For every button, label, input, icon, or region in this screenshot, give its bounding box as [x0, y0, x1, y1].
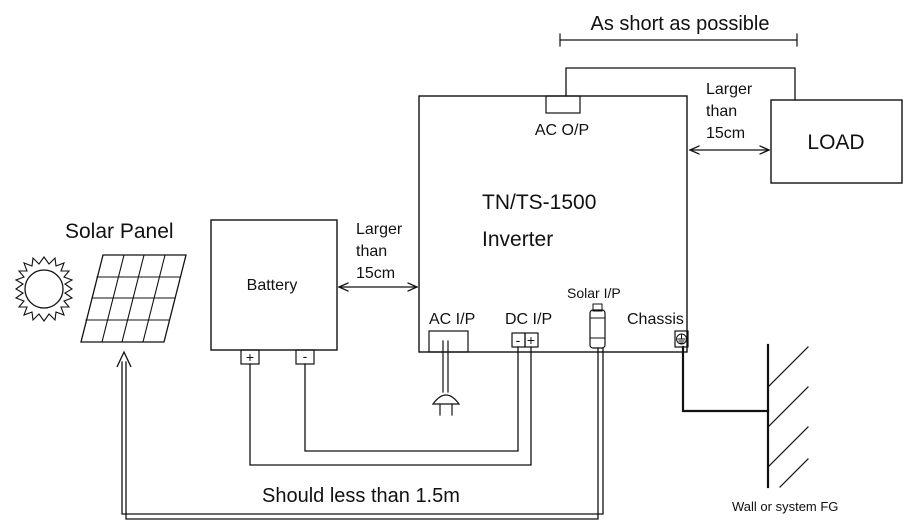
- wall-label: Wall or system FG: [732, 499, 838, 514]
- battery-minus-sign: -: [303, 348, 308, 364]
- battery-label: Battery: [247, 277, 298, 294]
- ground-icon: [676, 333, 687, 345]
- solar-wire-inner: [121, 347, 604, 515]
- length-limit-label: Should less than 1.5m: [262, 485, 460, 507]
- battery-positive-wire: [249, 346, 532, 466]
- ac-output-wire: [565, 67, 796, 101]
- solar-connector-cap: [592, 303, 603, 312]
- load-label: LOAD: [807, 131, 864, 154]
- chassis-ground-terminal: [674, 330, 689, 348]
- solar-wire-outer: [125, 347, 599, 520]
- ac-ip-label: AC I/P: [429, 311, 475, 328]
- larger-label-top-2: than: [706, 103, 737, 120]
- larger-label-top-1: Larger: [706, 81, 753, 98]
- larger-label-mid-3: 15cm: [356, 265, 395, 282]
- sun-icon: [14, 256, 74, 322]
- dc-minus-sign: -: [516, 332, 521, 348]
- wall-hatching: [767, 346, 809, 488]
- larger-label-top-3: 15cm: [706, 125, 745, 142]
- solar-panel-label: Solar Panel: [65, 220, 174, 243]
- ground-wire: [681, 345, 770, 413]
- larger-label-mid-2: than: [356, 243, 387, 260]
- solar-ip-label: Solar I/P: [567, 285, 621, 301]
- inverter-model-label: TN/TS-1500: [482, 191, 596, 214]
- load-box: [770, 99, 903, 184]
- dc-plus-sign: +: [527, 332, 535, 348]
- battery-negative-wire: [304, 346, 519, 452]
- solar-panel-icon: [80, 254, 187, 343]
- ac-output-socket: [545, 95, 581, 114]
- battery-plus-sign: +: [246, 349, 254, 365]
- dc-ip-label: DC I/P: [505, 311, 552, 328]
- as-short-label: As short as possible: [591, 13, 770, 35]
- chassis-label: Chassis: [627, 311, 684, 328]
- larger-label-mid-1: Larger: [356, 221, 403, 238]
- ac-op-label: AC O/P: [535, 122, 589, 139]
- solar-input-connector: [589, 309, 606, 349]
- battery-box: [210, 219, 338, 351]
- solar-arrow-head: [116, 350, 132, 368]
- plug-icon: [431, 394, 461, 405]
- inverter-word-label: Inverter: [482, 228, 553, 251]
